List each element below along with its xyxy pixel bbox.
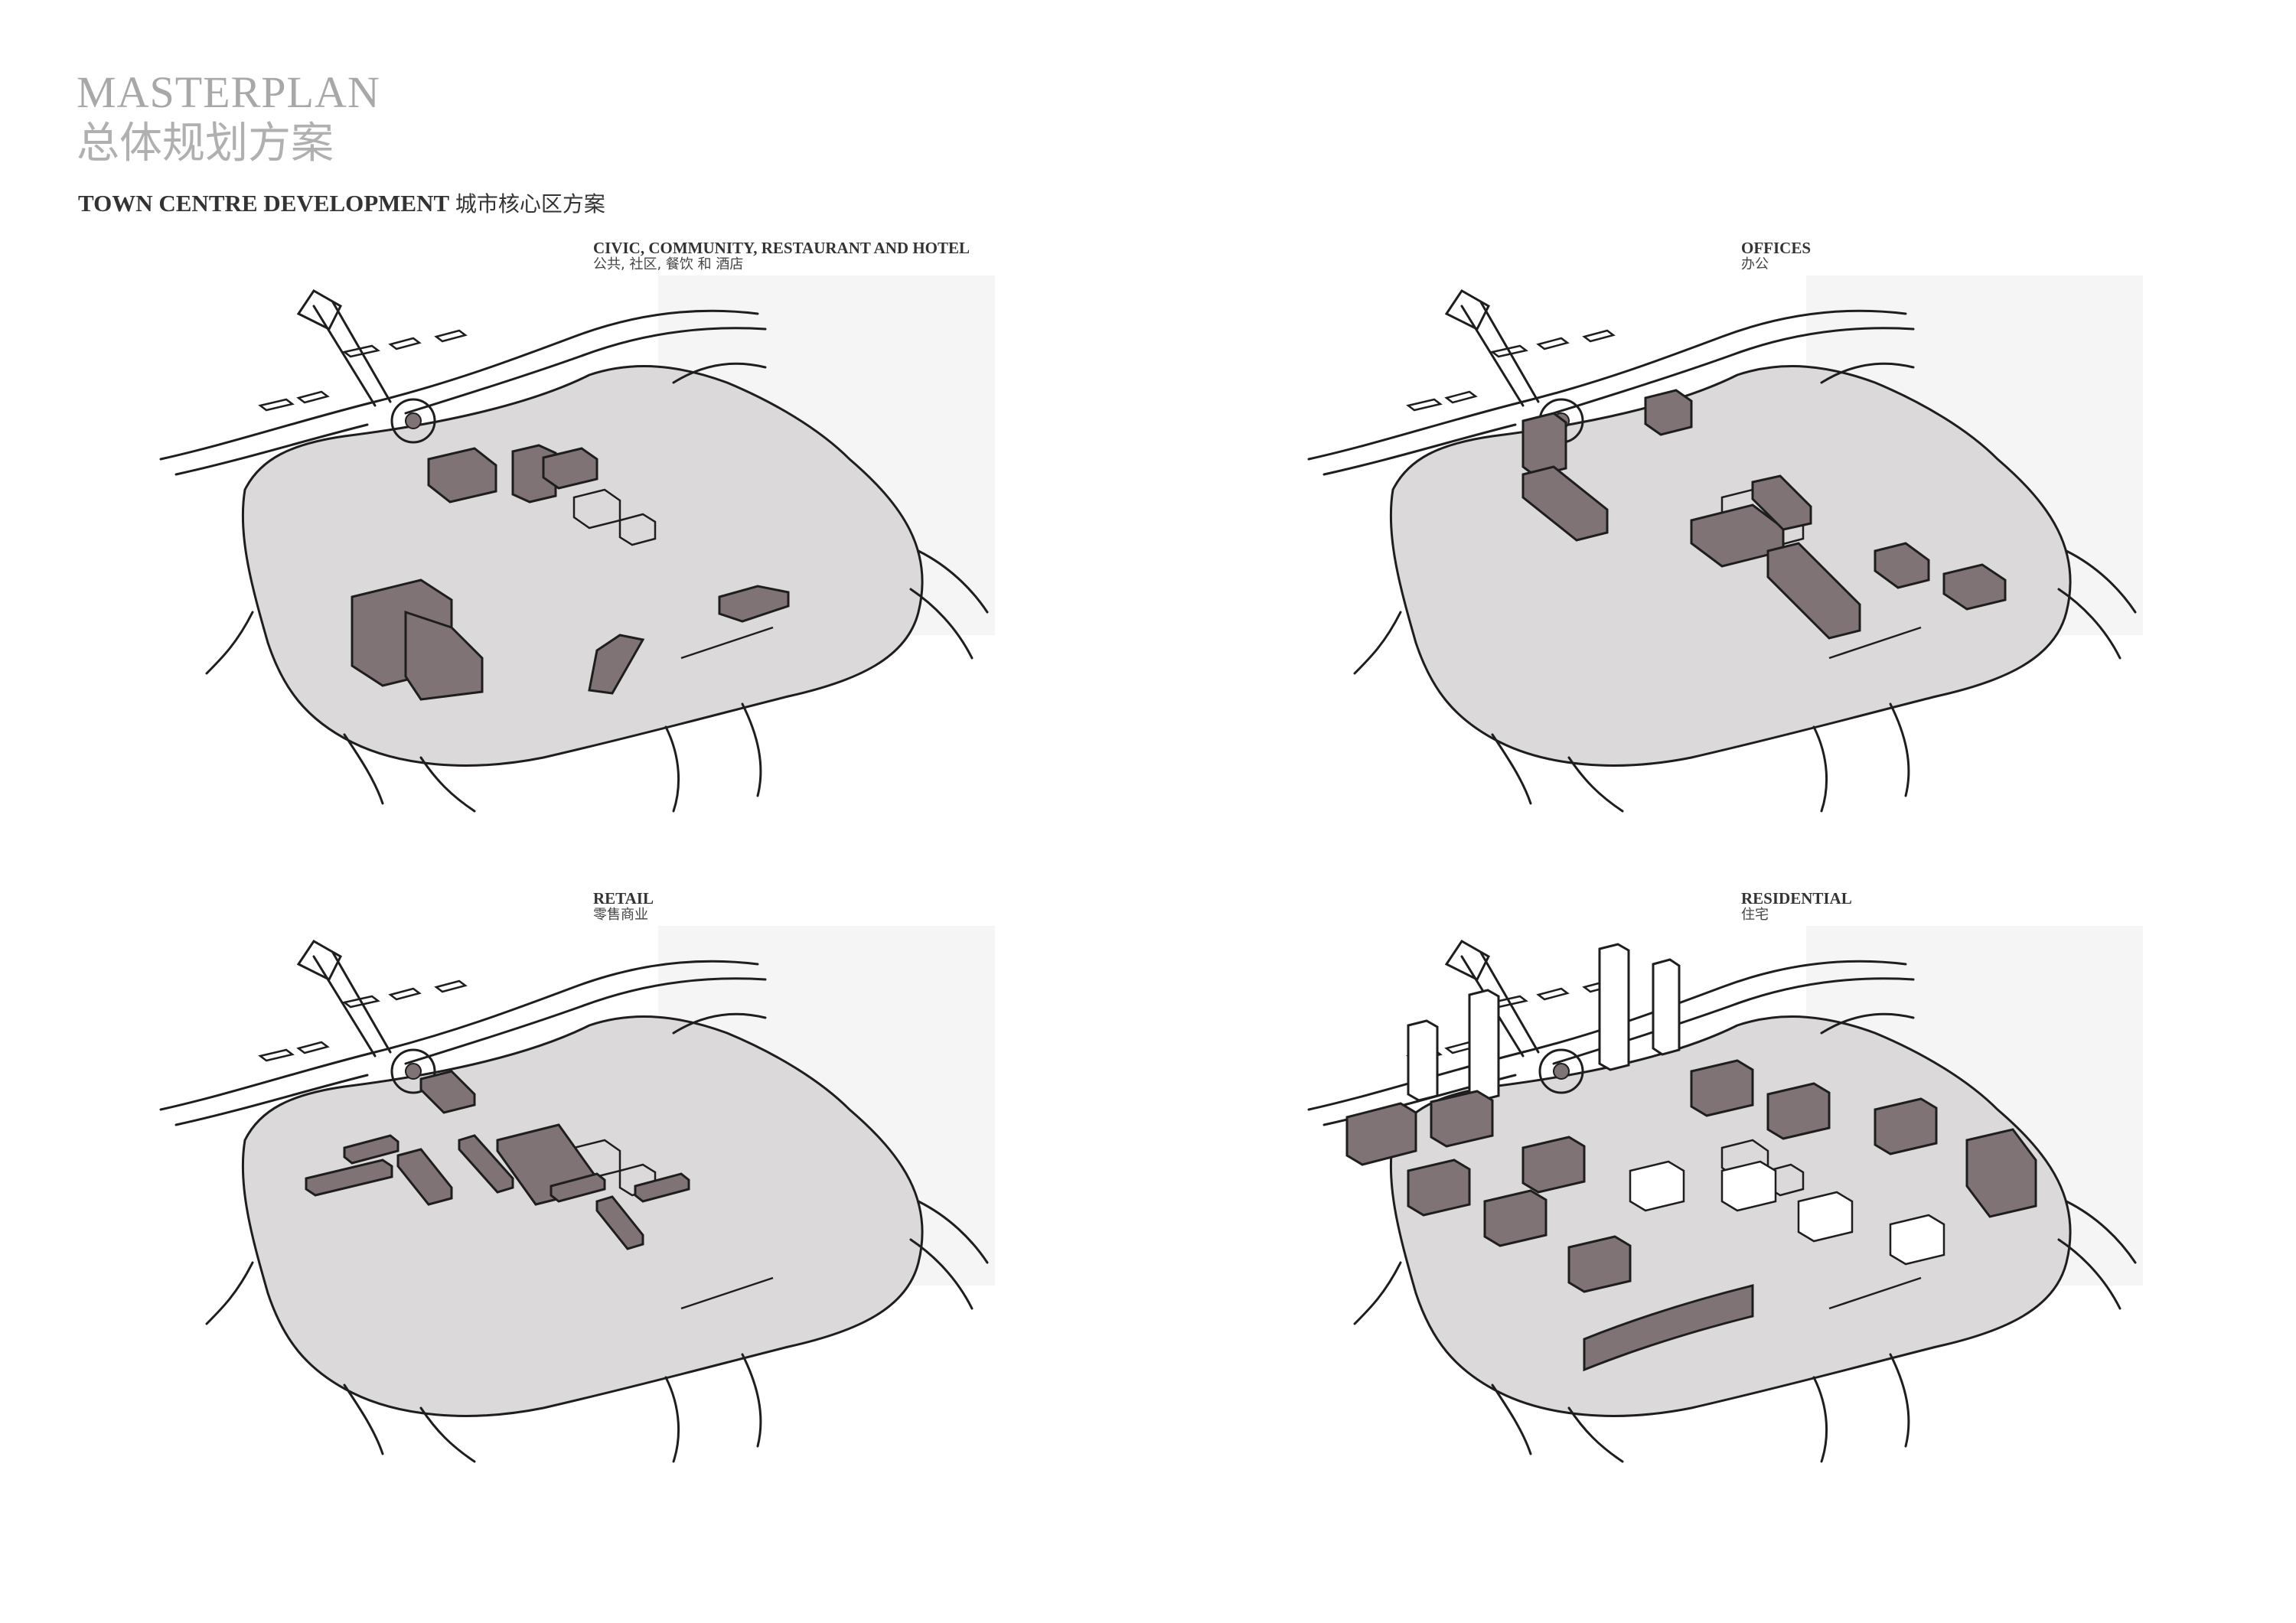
subtitle-chinese: 城市核心区方案 xyxy=(455,191,605,217)
retail-highlighted-buildings xyxy=(305,1070,690,1250)
panel-label-chinese: 零售商业 xyxy=(593,907,648,924)
retail-site-plan xyxy=(159,924,996,1463)
page-title-chinese: 总体规划方案 xyxy=(77,119,334,168)
panel-label-english: OFFICES xyxy=(1741,239,1812,257)
subtitle-english: TOWN CENTRE DEVELOPMENT xyxy=(78,190,450,217)
panel-label-english: RETAIL xyxy=(593,889,654,908)
panel-label-chinese: 住宅 xyxy=(1741,907,1769,924)
civic-highlighted-buildings xyxy=(351,444,790,701)
panel-label-english: CIVIC, COMMUNITY, RESTAURANT AND HOTEL xyxy=(593,239,970,257)
panel-civic-label: CIVIC, COMMUNITY, RESTAURANT AND HOTEL 公… xyxy=(593,239,970,273)
panel-residential-label: RESIDENTIAL 住宅 xyxy=(1741,889,1852,924)
offices-site-plan xyxy=(1307,274,2144,813)
residential-towers xyxy=(1407,943,1681,1102)
panel-label-english: RESIDENTIAL xyxy=(1741,889,1852,908)
offices-highlighted-buildings xyxy=(1521,389,2007,640)
residential-highlighted-blocks xyxy=(1345,1059,2037,1372)
panel-offices-label: OFFICES 办公 xyxy=(1741,239,1811,273)
panel-offices: OFFICES 办公 xyxy=(1293,230,2174,842)
page-subtitle: TOWN CENTRE DEVELOPMENT 城市核心区方案 xyxy=(78,191,605,215)
panel-label-chinese: 办公 xyxy=(1741,256,1769,273)
panel-retail: RETAIL 零售商业 xyxy=(145,880,1026,1492)
residential-outline-blocks xyxy=(1629,1160,1945,1266)
panel-retail-label: RETAIL 零售商业 xyxy=(593,889,654,924)
residential-site-plan xyxy=(1307,924,2144,1463)
panel-civic: CIVIC, COMMUNITY, RESTAURANT AND HOTEL 公… xyxy=(145,230,1026,842)
panel-label-chinese: 公共, 社区, 餐饮 和 酒店 xyxy=(593,256,744,273)
panel-residential: RESIDENTIAL 住宅 xyxy=(1293,880,2174,1492)
civic-site-plan xyxy=(159,274,996,813)
page-title: MASTERPLAN xyxy=(77,67,380,117)
